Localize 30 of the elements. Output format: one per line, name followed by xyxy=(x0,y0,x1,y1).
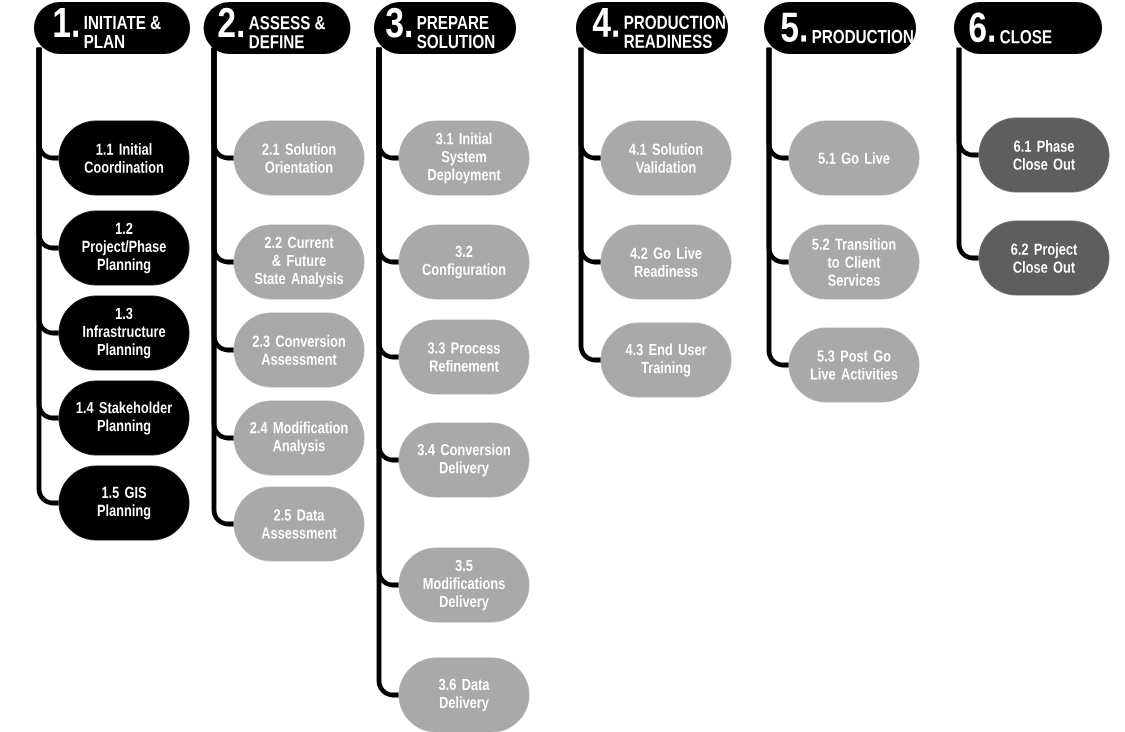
connector-line xyxy=(36,47,59,506)
task-pill: 1.4 Stakeholder Planning xyxy=(58,380,190,456)
task-pill: 5.2 Transition to Client Services xyxy=(788,224,920,300)
phase-header: 3.PREPARE SOLUTION xyxy=(374,2,516,54)
task-pill: 3.2 Configuration xyxy=(398,224,530,300)
task-pill: 5.1 Go Live xyxy=(788,120,920,196)
phase-header: 2.ASSESS & DEFINE xyxy=(203,2,351,54)
phase-header: 4.PRODUCTION READINESS xyxy=(576,2,728,54)
task-pill: 1.3 Infrastructure Planning xyxy=(58,295,190,371)
task-pill: 1.2 Project/Phase Planning xyxy=(58,210,190,286)
task-pill: 2.3 Conversion Assessment xyxy=(233,312,365,388)
task-pill: 2.5 Data Assessment xyxy=(233,486,365,562)
task-pill: 5.3 Post Go Live Activities xyxy=(788,327,920,403)
task-pill: 3.3 Process Refinement xyxy=(398,319,530,395)
task-pill: 1.5 GIS Planning xyxy=(58,465,190,541)
task-pill: 3.4 Conversion Delivery xyxy=(398,422,530,498)
task-pill: 4.1 Solution Validation xyxy=(600,120,732,196)
task-pill: 2.1 Solution Orientation xyxy=(233,120,365,196)
task-pill: 6.1 Phase Close Out xyxy=(978,117,1110,193)
phase-header: 1.INITIATE & PLAN xyxy=(34,2,190,54)
task-pill: 4.2 Go Live Readiness xyxy=(600,224,732,300)
connector-line xyxy=(211,47,234,527)
task-pill: 3.5 Modifications Delivery xyxy=(398,547,530,623)
task-pill: 1.1 Initial Coordination xyxy=(58,120,190,196)
task-pill: 2.4 Modification Analysis xyxy=(233,400,365,476)
task-pill: 2.2 Current & Future State Analysis xyxy=(233,224,365,300)
task-pill: 6.2 Project Close Out xyxy=(978,220,1110,296)
task-pill: 4.3 End User Training xyxy=(600,322,732,398)
task-pill: 3.1 Initial System Deployment xyxy=(398,120,530,196)
task-pill: 3.6 Data Delivery xyxy=(398,657,530,732)
